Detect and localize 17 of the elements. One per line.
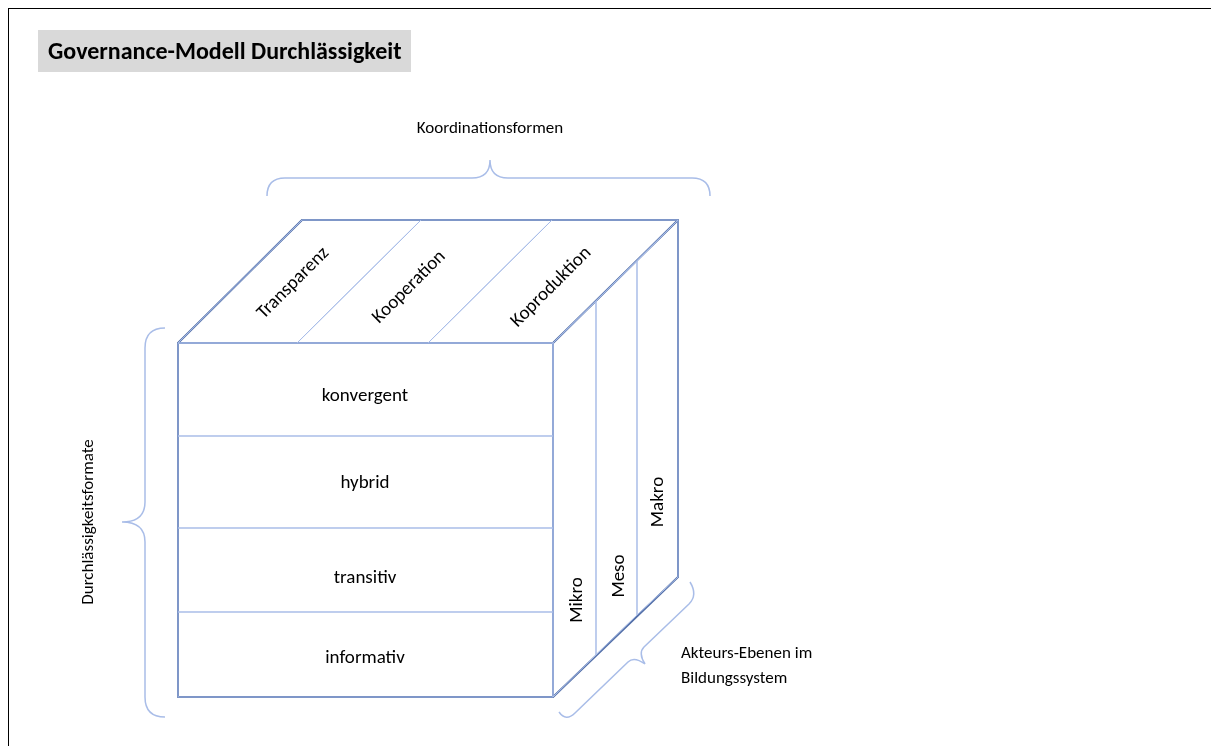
axis-label: Koordinationsformen <box>415 115 565 140</box>
cube-segment <box>178 528 553 612</box>
segment-label: hybrid <box>340 471 390 491</box>
segment-label: Mikro <box>565 577 585 623</box>
cube-segment <box>596 261 637 655</box>
segment-label: konvergent <box>321 384 409 404</box>
segment-label: informativ <box>325 646 405 666</box>
cube-segment <box>178 436 553 528</box>
axis-label: Durchlässigkeitsformate <box>75 438 99 607</box>
cube-segment <box>178 612 553 697</box>
segment-label: transitiv <box>333 566 397 586</box>
segment-label: Makro <box>646 476 666 528</box>
cube-segment <box>637 220 678 615</box>
cube-segment <box>178 343 553 436</box>
title: Governance-Modell Durchlässigkeit <box>38 30 412 72</box>
segment-label: Meso <box>607 554 627 598</box>
axis-label: Akteurs-Ebenen im Bildungssystem <box>681 641 814 690</box>
